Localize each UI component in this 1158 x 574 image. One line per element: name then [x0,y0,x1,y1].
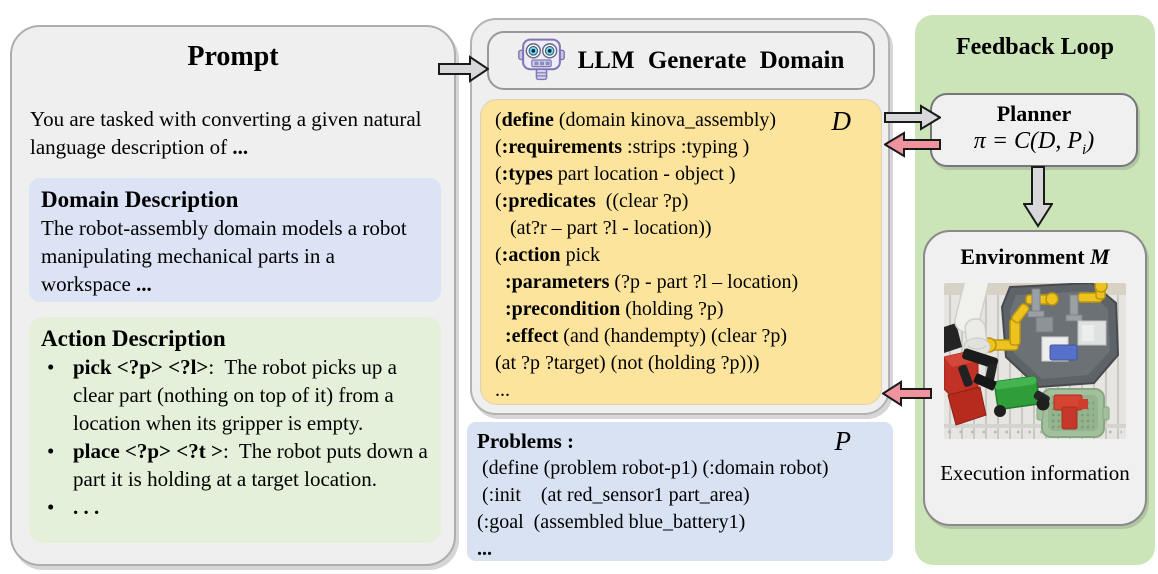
feedback-loop-panel: Feedback Loop Planner π = C(D, Pi) Envir… [915,15,1155,565]
code-line: (at?r – part ?l - location)) [495,217,712,239]
arrow-domain-to-planner [884,104,941,131]
action-bullet: •place <?p> <?t >: The robot puts down a… [41,437,429,493]
execution-info-caption: Execution information [940,461,1130,485]
action-bullet: •pick <?p> <?l>: The robot picks up a cl… [41,353,429,437]
domain-description-box: Domain Description The robot-assembly do… [29,178,441,302]
robot-workspace-photo [944,283,1126,439]
planner-title: Planner [996,101,1072,126]
bullet-icon: • [47,495,55,519]
code-line: ... [495,379,510,401]
code-line: (:types part location - object ) [495,163,736,185]
code-line: (:requirements :strips :typing ) [495,136,750,158]
problems-lines: (define (problem robot-p1) (:domain robo… [477,455,885,563]
code-line: (:action pick [495,244,600,266]
code-line: (define (problem robot-p1) (:domain robo… [477,457,829,479]
llm-generation-container: LLM Generate Domain (define (domain kino… [470,18,890,415]
problems-title: Problems : [477,429,575,453]
planner-formula: π = C(D, Pi) [973,128,1095,158]
llm-header-title: LLM Generate Domain [577,46,845,74]
domain-code-lines: (define (domain kinova_assembly) (:requir… [495,107,875,404]
domain-description-title: Domain Description [41,187,239,212]
planner-box: Planner π = C(D, Pi) [930,93,1138,167]
action-description-box: Action Description •pick <?p> <?l>: The … [29,317,441,543]
problems-box: Problems : P (define (problem robot-p1) … [467,422,893,561]
code-line: (:predicates ((clear ?p) [495,190,689,212]
action-description-title: Action Description [41,326,226,351]
code-line: (define (domain kinova_assembly) [495,109,777,131]
domain-code-box: (define (domain kinova_assembly) (:requir… [480,99,882,405]
llm-header-box: LLM Generate Domain [487,31,875,90]
code-line: (:init (at red_sensor1 part_area) [477,484,750,506]
prompt-intro: You are tasked with converting a given n… [30,107,427,159]
robot-icon [517,36,565,86]
environment-title: Environment M [960,244,1110,269]
code-line: :precondition (holding ?p) [505,298,724,320]
prompt-panel: Prompt You are tasked with converting a … [10,25,456,566]
domain-math-label: D [831,106,852,136]
bullet-icon: • [47,355,55,379]
code-line: ... [477,538,492,560]
environment-box: Environment M [923,230,1147,526]
arrow-planner-feedback-to-domain [884,131,941,158]
code-line: :effect (and (handempty) (clear ?p) [505,325,788,347]
code-line: :parameters (?p - part ?l – location) [505,271,799,293]
code-line: (:goal (assembled blue_battery1) [477,511,746,533]
action-bullet-list: •pick <?p> <?l>: The robot picks up a cl… [41,353,429,521]
arrow-prompt-to-llm [438,55,489,83]
problems-math-label: P [834,426,852,456]
arrow-planner-to-environment [1023,166,1053,228]
domain-description-body: The robot-assembly domain models a robot… [41,216,412,296]
feedback-loop-title: Feedback Loop [955,34,1114,60]
arrow-environment-feedback-to-domain [882,380,932,407]
bullet-icon: • [47,439,55,463]
environment-math-label: M [1090,244,1110,269]
prompt-title: Prompt [187,41,279,72]
code-line: (at ?p ?target) (not (holding ?p))) [495,352,760,374]
action-bullet: •. . . [41,493,429,521]
